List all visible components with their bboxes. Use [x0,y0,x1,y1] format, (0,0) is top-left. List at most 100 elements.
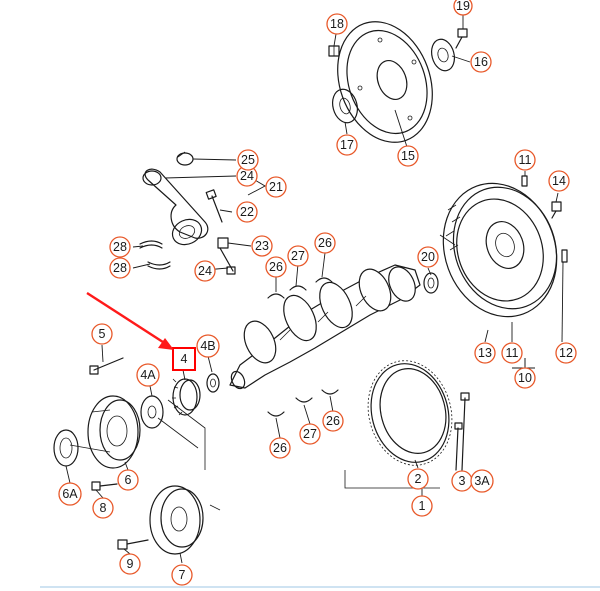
callout-label: 2 [415,472,422,486]
callout-15[interactable]: 15 [397,145,419,167]
callout-label: 8 [100,501,107,515]
callout-label: 18 [330,17,344,31]
callout-8[interactable]: 8 [92,497,114,519]
callout-28-lower[interactable]: 28 [109,257,131,279]
bearing-shells-28 [139,240,171,270]
callout-1[interactable]: 1 [411,495,433,517]
callout-23[interactable]: 23 [251,235,273,257]
callout-17[interactable]: 17 [336,134,358,156]
callout-label: 25 [241,153,255,167]
ring-gear [367,360,453,466]
flywheel [442,182,558,318]
callout-3[interactable]: 3 [451,470,473,492]
callout-18[interactable]: 18 [326,13,348,35]
bolts-3 [454,392,470,471]
callout-25[interactable]: 25 [237,149,259,171]
callout-label: 22 [240,205,254,219]
callout-6[interactable]: 6 [117,469,139,491]
vibration-damper-6 [87,395,141,469]
callout-label: 4A [140,368,156,382]
bolt-22 [205,189,223,223]
callout-14[interactable]: 14 [548,170,570,192]
dowel-11 [521,175,528,187]
callout-label: 26 [318,236,332,250]
bolt-8 [91,481,118,491]
callout-label: 12 [559,346,573,360]
bolt-14 [551,201,562,219]
callout-2[interactable]: 2 [407,468,429,490]
callout-label: 5 [99,327,106,341]
pin-12 [561,249,568,263]
shim-17 [332,88,358,124]
drive-plate [337,21,433,143]
callout-10[interactable]: 10 [514,367,536,389]
callout-26-lower-left[interactable]: 26 [269,437,291,459]
callout-9[interactable]: 9 [119,553,141,575]
callout-label: 4B [200,339,215,353]
crankshaft [229,264,421,390]
callout-13[interactable]: 13 [474,342,496,364]
crankshaft-sprocket-4 [172,378,201,416]
callout-27-lower[interactable]: 27 [299,423,321,445]
callout-label: 14 [552,174,566,188]
callout-27-upper[interactable]: 27 [287,245,309,267]
callout-24-rod[interactable]: 24 [236,165,258,187]
connecting-rod [142,168,209,246]
callout-label: 1 [419,499,426,513]
callout-6a[interactable]: 6A [58,482,82,506]
callout-4[interactable]: 4 [172,347,196,371]
callout-label: 3A [474,474,490,488]
callout-label: 17 [340,138,354,152]
callout-7[interactable]: 7 [171,564,193,586]
nut-18 [328,45,340,57]
seal-6a [53,429,79,467]
callout-label: 19 [456,0,470,13]
callout-16[interactable]: 16 [470,51,492,73]
callout-label: 9 [127,557,134,571]
callout-label: 13 [478,346,492,360]
callout-21[interactable]: 21 [265,176,287,198]
callout-19[interactable]: 19 [453,0,473,16]
main-bearing-shells-upper [267,277,333,299]
callout-label: 26 [273,441,287,455]
reinforcing-plate-16 [430,38,456,72]
guide-lines [69,234,456,511]
needle-bearing-20 [423,272,439,294]
callout-24-bolt[interactable]: 24 [194,260,216,282]
callout-label: 16 [474,55,488,69]
callout-26-lower-right[interactable]: 26 [322,410,344,432]
callout-label: 6A [62,487,78,501]
callout-26-upper-left[interactable]: 26 [265,256,287,278]
callout-label: 24 [198,264,212,278]
pulley-7 [149,485,204,555]
bolt-24 [219,247,236,275]
callout-label: 10 [518,371,532,385]
callout-label: 24 [240,169,254,183]
callout-20[interactable]: 20 [417,246,439,268]
callout-label: 11 [519,153,532,167]
washer-4b [206,373,220,393]
callout-label: 7 [179,568,186,582]
bolt-19 [455,28,468,49]
hub-4a [140,395,164,429]
callout-label: 28 [113,240,127,254]
callout-11-flywheel[interactable]: 11 [501,342,523,364]
callout-label: 11 [506,346,519,360]
callout-4a[interactable]: 4A [136,363,160,387]
callout-label: 27 [303,427,317,441]
callout-5[interactable]: 5 [91,323,113,345]
callout-label: 26 [326,414,340,428]
callout-4b[interactable]: 4B [196,334,220,358]
callout-26-upper-right[interactable]: 26 [314,232,336,254]
callout-label: 27 [291,249,305,263]
callout-3a[interactable]: 3A [470,469,494,493]
callout-22[interactable]: 22 [236,201,258,223]
callout-label: 6 [125,473,132,487]
callout-label: 20 [421,250,435,264]
nut-23 [217,237,229,249]
callout-11-dowel[interactable]: 11 [514,149,536,171]
callout-12[interactable]: 12 [555,342,577,364]
callout-28-upper[interactable]: 28 [109,236,131,258]
callout-label: 23 [255,239,269,253]
